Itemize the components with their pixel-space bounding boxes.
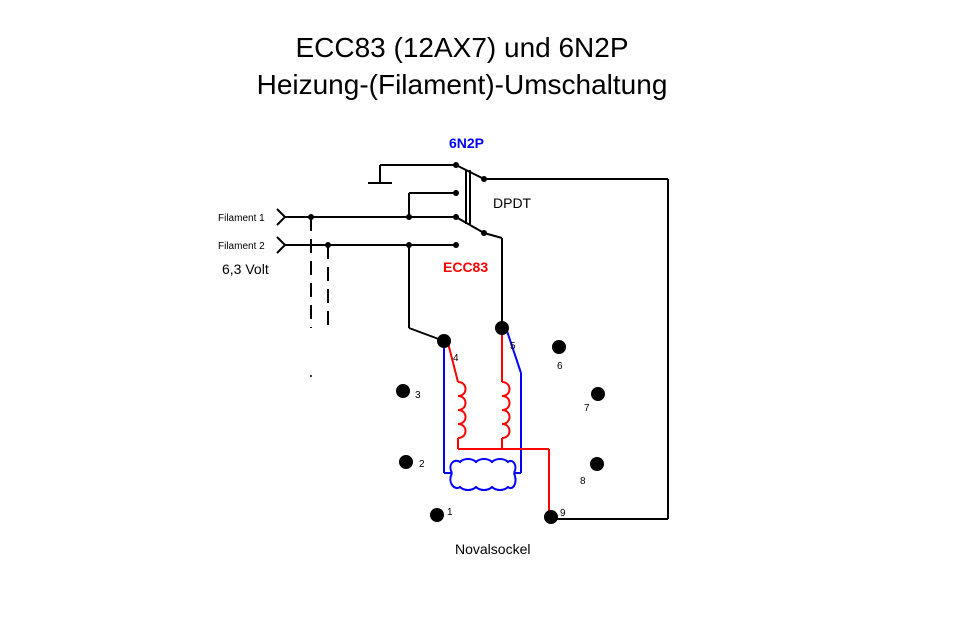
pin-2-dot xyxy=(399,455,413,469)
blue-wiring-6n2p xyxy=(443,327,522,491)
pin-4-dot xyxy=(437,334,451,348)
pin-9-dot xyxy=(544,510,558,524)
pin-6-dot xyxy=(552,340,566,354)
red-wiring-ecc83 xyxy=(447,330,550,517)
black-wiring xyxy=(276,164,669,520)
label-6n2p: 6N2P xyxy=(449,135,484,151)
pin-1-dot xyxy=(430,508,444,522)
label-dpdt: DPDT xyxy=(493,195,532,211)
pin-label-9: 9 xyxy=(560,508,566,519)
pin-label-2: 2 xyxy=(419,459,425,470)
pin-8-dot xyxy=(590,457,604,471)
pin-7-dot xyxy=(591,387,605,401)
pin-label-7: 7 xyxy=(584,403,590,414)
pin-label-3: 3 xyxy=(415,390,421,401)
noval-socket-pins xyxy=(310,321,605,524)
label-socket: Novalsockel xyxy=(455,541,530,557)
pin-5-dot xyxy=(495,321,509,335)
label-voltage: 6,3 Volt xyxy=(222,261,269,277)
pin-label-5: 5 xyxy=(510,341,516,352)
label-ecc83: ECC83 xyxy=(443,259,488,275)
pin-label-1: 1 xyxy=(447,507,453,518)
label-filament-2: Filament 2 xyxy=(218,241,265,252)
pin-label-6: 6 xyxy=(557,361,563,372)
switch-contacts xyxy=(453,162,487,248)
pin-label-8: 8 xyxy=(580,476,586,487)
label-filament-1: Filament 1 xyxy=(218,213,265,224)
title-line-1: ECC83 (12AX7) und 6N2P xyxy=(295,32,628,63)
title-line-2: Heizung-(Filament)-Umschaltung xyxy=(257,69,668,100)
pin-label-4: 4 xyxy=(453,353,459,364)
junction-dots xyxy=(308,214,412,248)
pin-3-dot xyxy=(396,384,410,398)
stray-dot xyxy=(310,375,312,377)
